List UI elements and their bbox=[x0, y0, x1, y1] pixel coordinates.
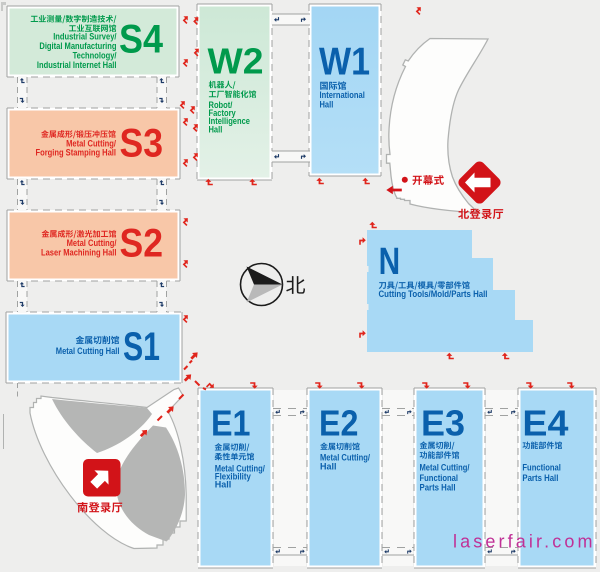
svg-text:W2: W2 bbox=[208, 41, 264, 82]
svg-text:Hall: Hall bbox=[320, 99, 334, 109]
svg-text:E1: E1 bbox=[211, 403, 251, 444]
svg-text:Metal Cutting/: Metal Cutting/ bbox=[67, 238, 117, 248]
svg-text:Parts Hall: Parts Hall bbox=[522, 473, 558, 483]
svg-text:Cutting Tools/Mold/Parts Hall: Cutting Tools/Mold/Parts Hall bbox=[379, 289, 488, 299]
svg-text:Technology/: Technology/ bbox=[73, 51, 117, 61]
svg-text:E4: E4 bbox=[522, 403, 569, 444]
svg-text:Hall: Hall bbox=[215, 480, 232, 490]
svg-text:Metal Cutting/: Metal Cutting/ bbox=[320, 452, 370, 462]
svg-text:S2: S2 bbox=[120, 222, 164, 266]
svg-text:Industrial Internet Hall: Industrial Internet Hall bbox=[37, 60, 117, 70]
svg-text:Intelligence: Intelligence bbox=[209, 116, 251, 126]
svg-text:E3: E3 bbox=[421, 403, 465, 444]
svg-text:laserfair.com: laserfair.com bbox=[453, 532, 593, 552]
svg-text:Laser Machining Hall: Laser Machining Hall bbox=[41, 247, 117, 257]
svg-text:S1: S1 bbox=[123, 325, 160, 369]
svg-text:Forging Stamping Hall: Forging Stamping Hall bbox=[36, 148, 117, 158]
svg-text:Digital Manufacturing: Digital Manufacturing bbox=[39, 41, 116, 51]
svg-text:Parts Hall: Parts Hall bbox=[420, 483, 456, 493]
svg-text:E2: E2 bbox=[319, 403, 358, 444]
svg-text:Factory: Factory bbox=[209, 108, 237, 118]
svg-text:Flexibility: Flexibility bbox=[215, 471, 252, 481]
svg-text:Hall: Hall bbox=[320, 461, 337, 471]
svg-text:Robot/: Robot/ bbox=[209, 100, 233, 110]
svg-text:N: N bbox=[379, 241, 401, 283]
svg-text:W1: W1 bbox=[319, 41, 370, 84]
svg-text:Metal Cutting/: Metal Cutting/ bbox=[215, 463, 265, 473]
svg-text:Industrial Survey/: Industrial Survey/ bbox=[53, 32, 117, 42]
svg-text:Functional: Functional bbox=[522, 463, 561, 473]
svg-text:Metal Cutting/: Metal Cutting/ bbox=[420, 463, 470, 473]
svg-text:Metal Cutting/: Metal Cutting/ bbox=[66, 138, 116, 148]
svg-text:Metal Cutting Hall: Metal Cutting Hall bbox=[56, 346, 120, 356]
svg-text:Functional: Functional bbox=[420, 473, 459, 483]
svg-text:International: International bbox=[320, 90, 365, 100]
svg-text:S3: S3 bbox=[120, 122, 164, 166]
svg-text:S4: S4 bbox=[119, 18, 163, 62]
svg-text:Hall: Hall bbox=[209, 124, 223, 134]
